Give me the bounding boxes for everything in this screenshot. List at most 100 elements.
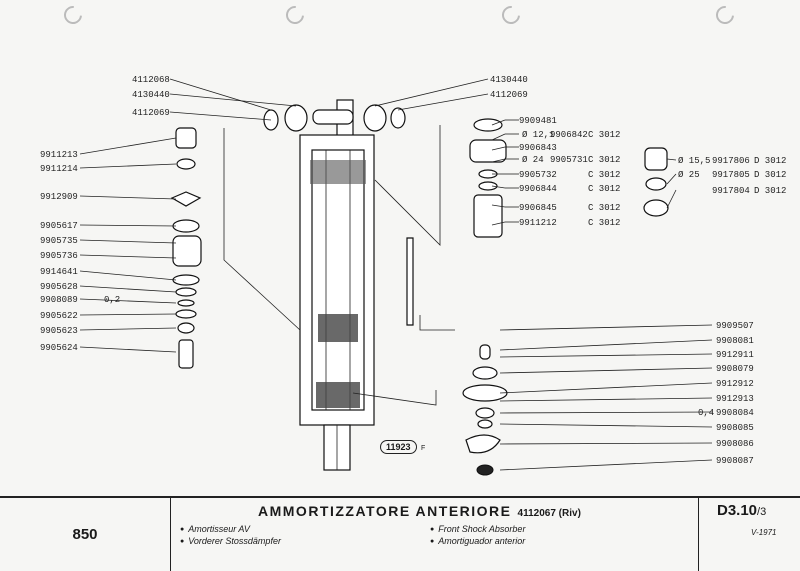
model-number: 850 xyxy=(72,526,98,543)
ref-main: D3.10 xyxy=(717,502,758,519)
part-number-label: 9912909 xyxy=(40,192,78,202)
leader-line xyxy=(491,204,506,208)
part-number-label: 9905617 xyxy=(40,221,78,231)
part-number-label: 9905736 xyxy=(40,251,78,261)
part-number-label: 9905622 xyxy=(40,311,78,321)
translation-fr: Amortisseur AV xyxy=(180,524,250,534)
leader-line xyxy=(499,324,713,331)
title-block: 850 AMMORTIZZATORE ANTERIORE 4112067 (Riv… xyxy=(0,496,800,571)
part-number-label: 9908081 xyxy=(716,336,754,346)
part-number-label: 9908087 xyxy=(716,456,754,466)
revision-date: V-1971 xyxy=(751,528,777,537)
part-number-label: 4112068 xyxy=(132,75,170,85)
series-code: C 3012 xyxy=(588,184,620,194)
part-number-label: 9908079 xyxy=(716,364,754,374)
page-title: AMMORTIZZATORE ANTERIORE 4112067 (Riv) xyxy=(258,503,581,519)
leader-line xyxy=(397,93,489,111)
part-number-label: 9905624 xyxy=(40,343,78,353)
leader-line xyxy=(79,270,177,281)
part-number-label: 4112069 xyxy=(490,90,528,100)
series-code: C 3012 xyxy=(588,170,620,180)
part-number-label: 9911212 xyxy=(519,218,557,228)
part-number-label: 9905628 xyxy=(40,282,78,292)
part-number-label: 9909507 xyxy=(716,321,754,331)
leader-line xyxy=(79,224,177,227)
leader-line xyxy=(169,93,297,107)
leader-line xyxy=(499,353,713,358)
part-number-label: 9912913 xyxy=(716,394,754,404)
leader-line xyxy=(79,195,177,200)
part-number-label: 9914641 xyxy=(40,267,78,277)
leader-line xyxy=(79,346,177,353)
leader-line xyxy=(491,119,506,126)
part-number-label: 9911214 xyxy=(40,164,78,174)
leader-line xyxy=(499,367,713,374)
part-number-label: 4112069 xyxy=(132,108,170,118)
diameter-note: Ø 24 xyxy=(522,155,544,165)
diameter-note: Ø 12,1 xyxy=(522,130,554,140)
leader-line xyxy=(499,442,713,445)
leader-line xyxy=(79,239,177,244)
title-text: AMMORTIZZATORE ANTERIORE xyxy=(258,503,512,519)
rebound-valve-assembly xyxy=(643,147,669,217)
drawing-code-number: 11923 xyxy=(380,440,417,454)
reference-cell: D3.10/3 V-1971 xyxy=(698,498,800,571)
leader-line xyxy=(491,221,506,226)
drawing-code-suffix: F xyxy=(420,445,426,452)
leader-line xyxy=(79,298,177,304)
leader-line xyxy=(491,185,506,189)
leader-line xyxy=(79,137,177,155)
part-number-label: 9908085 xyxy=(716,423,754,433)
translation-de: Vorderer Stossdämpfer xyxy=(180,536,281,546)
series-code: D 3012 xyxy=(754,170,786,180)
series-code: D 3012 xyxy=(754,186,786,196)
part-number-label: 9908089 xyxy=(40,295,78,305)
series-code: D 3012 xyxy=(754,156,786,166)
leader-line xyxy=(79,327,177,331)
diameter-note: Ø 25 xyxy=(678,170,700,180)
part-number-label: 4130440 xyxy=(132,90,170,100)
leader-line xyxy=(499,423,713,428)
leader-line xyxy=(666,158,677,161)
part-number-label: 9906844 xyxy=(519,184,557,194)
leader-line xyxy=(499,339,713,351)
shock-absorber-body xyxy=(299,99,375,471)
part-number-label: 9911213 xyxy=(40,150,78,160)
series-code: C 3012 xyxy=(588,155,620,165)
leader-line xyxy=(499,459,713,471)
thickness-note: 0,4 xyxy=(698,408,714,418)
part-number-label: 9906842 xyxy=(550,130,588,140)
left-valve-stack xyxy=(170,127,202,369)
leader-line xyxy=(79,254,177,259)
model-cell: 850 xyxy=(0,498,171,571)
leader-line xyxy=(499,411,713,414)
compression-valve-assembly xyxy=(469,118,507,238)
leader-line xyxy=(491,146,506,151)
part-number-label: 9905735 xyxy=(40,236,78,246)
page-reference: D3.10/3 xyxy=(717,502,766,519)
leader-line xyxy=(79,313,177,316)
series-code: C 3012 xyxy=(588,218,620,228)
leader-line xyxy=(374,78,489,107)
ref-sheet: /3 xyxy=(757,506,767,518)
translation-en: Front Shock Absorber xyxy=(430,524,525,534)
part-number-label: 9912911 xyxy=(716,350,754,360)
part-number-label: 4130440 xyxy=(490,75,528,85)
series-code: C 3012 xyxy=(588,130,620,140)
leader-line xyxy=(491,133,506,141)
leader-line xyxy=(499,382,713,394)
part-number-label: 9909481 xyxy=(519,116,557,126)
leader-line xyxy=(169,78,272,111)
diameter-note: Ø 15,5 xyxy=(678,156,710,166)
leader-line xyxy=(499,397,713,402)
part-number-label: 9905731 xyxy=(550,155,588,165)
part-number-label: 9917804 xyxy=(712,186,750,196)
leader-line xyxy=(79,285,177,293)
leader-line xyxy=(666,173,677,185)
top-bushings xyxy=(263,104,406,132)
assembly-part-code: 4112067 (Riv) xyxy=(517,508,581,519)
lower-mount-parts xyxy=(462,344,508,476)
part-number-label: 9908084 xyxy=(716,408,754,418)
part-number-label: 9906843 xyxy=(519,143,557,153)
